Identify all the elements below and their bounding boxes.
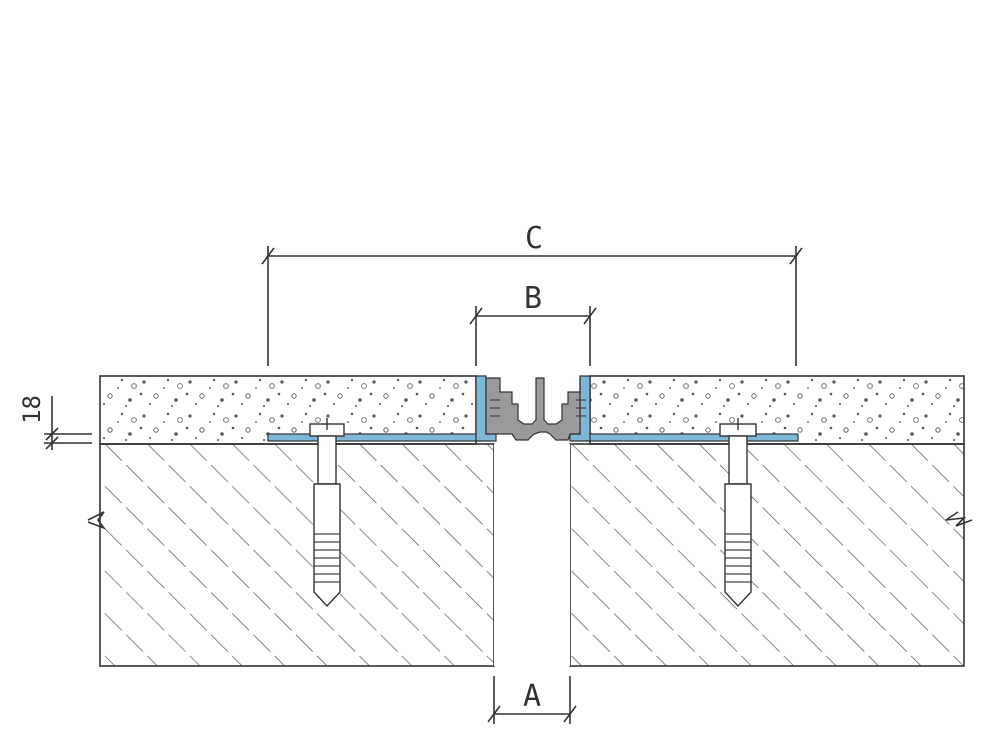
dimension-c-label: C — [525, 221, 543, 256]
left-substrate — [99, 443, 495, 667]
joint-profile — [267, 375, 799, 442]
dimension-thickness: 18 — [18, 395, 92, 450]
dimension-c: C — [261, 221, 803, 366]
insert-grooves — [490, 399, 586, 417]
left-screed — [99, 375, 477, 445]
left-anchor-screw — [309, 418, 345, 608]
joint-gap — [494, 444, 570, 666]
dimension-thickness-label: 18 — [18, 395, 46, 424]
right-break-symbol — [945, 511, 973, 527]
left-break-symbol — [87, 511, 107, 530]
dimension-b-label: B — [524, 281, 542, 316]
dimension-b: B — [469, 281, 597, 366]
right-anchor-screw — [719, 418, 757, 608]
dimension-a: A — [487, 676, 577, 724]
right-screed — [589, 375, 965, 445]
right-substrate — [569, 443, 965, 667]
rubber-insert — [485, 377, 581, 441]
dimension-a-label: A — [523, 679, 541, 714]
